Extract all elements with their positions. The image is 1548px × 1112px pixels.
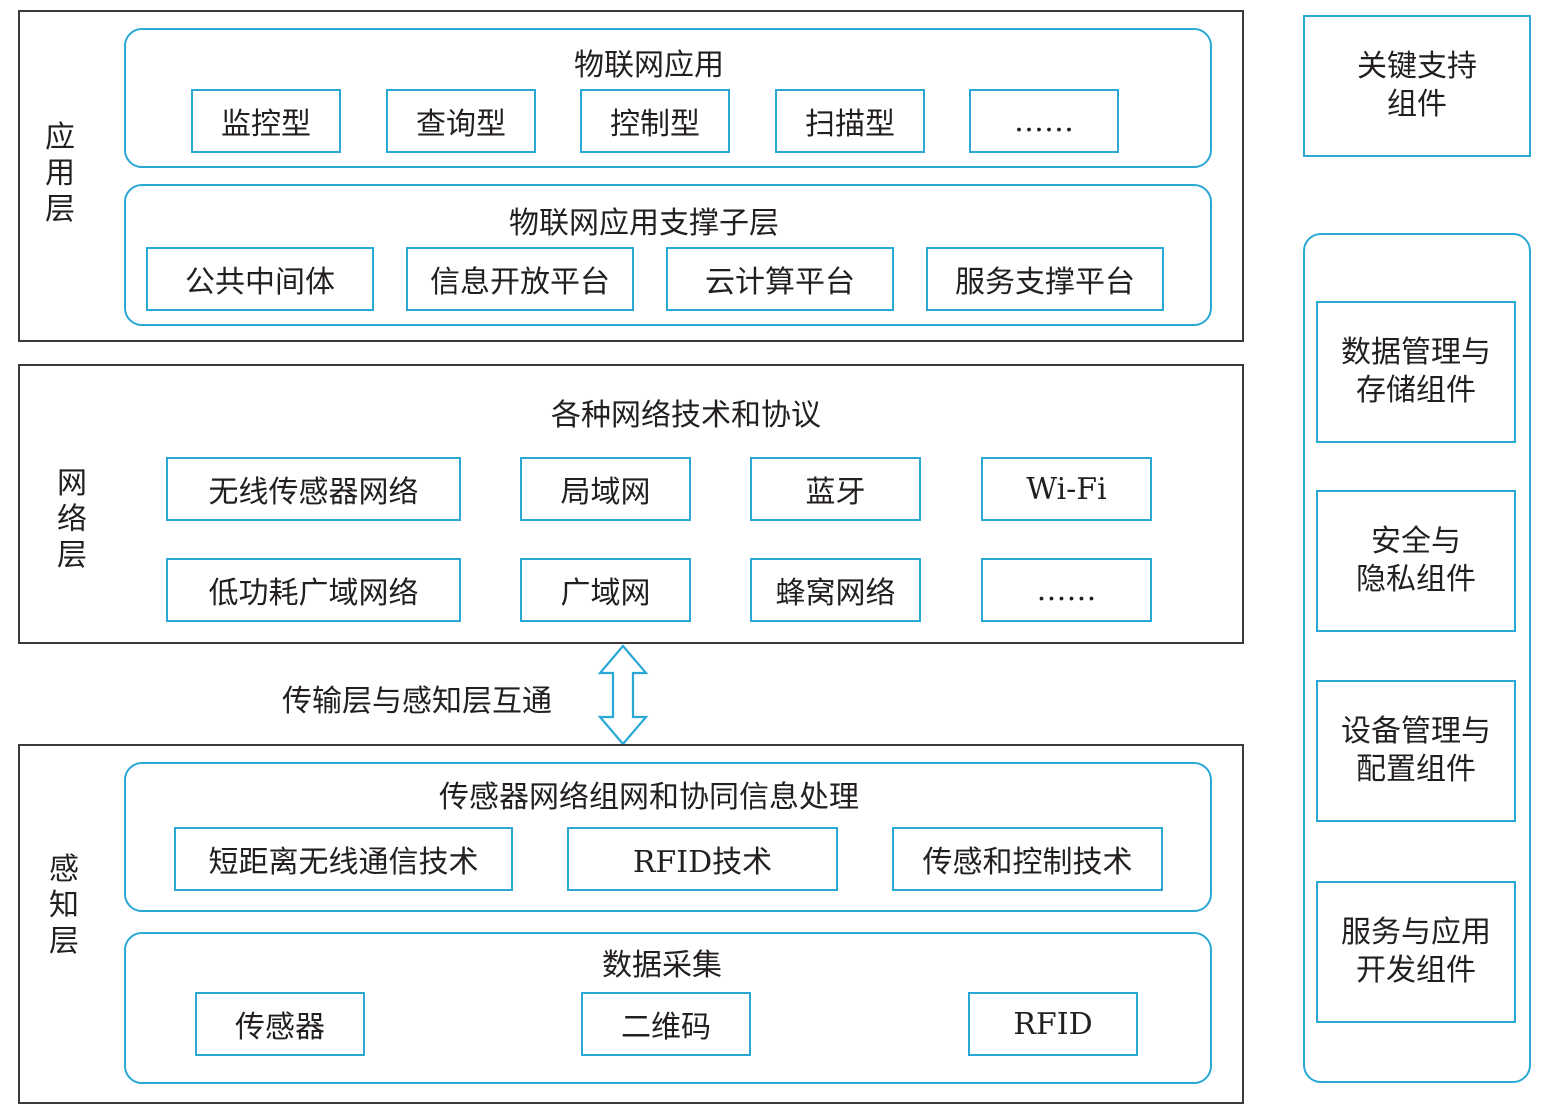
application-layer-label: 应 用 层 [45,120,75,227]
support-item-cloud: 云计算平台 [666,247,894,311]
sidebar-title-line1: 关键支持 [1357,49,1477,84]
sidebar-title-line2: 组件 [1387,87,1447,122]
app-item-monitor: 监控型 [191,89,341,153]
perception-layer-label: 感 知 层 [49,852,79,959]
network-title: 各种网络技术和协议 [551,398,821,433]
perception-item-rfid-tech: RFID技术 [567,827,838,891]
net-item-more: …… [981,558,1152,622]
collection-item-sensor: 传感器 [195,992,365,1056]
net-item-cellular: 蜂窝网络 [750,558,921,622]
app-item-scan: 扫描型 [775,89,925,153]
net-item-wsn: 无线传感器网络 [166,457,461,521]
perception-item-short-range: 短距离无线通信技术 [174,827,513,891]
net-item-wan: 广域网 [520,558,691,622]
support-sublayer-title: 物联网应用支撑子层 [509,206,779,241]
support-item-middleware: 公共中间体 [146,247,374,311]
collection-item-qrcode: 二维码 [581,992,751,1056]
component-security-privacy: 安全与 隐私组件 [1316,490,1516,632]
component-data-storage: 数据管理与 存储组件 [1316,301,1516,443]
app-item-query: 查询型 [386,89,536,153]
support-item-service: 服务支撑平台 [926,247,1164,311]
double-arrow-icon [597,644,649,746]
sidebar-title-box: 关键支持 组件 [1303,15,1531,157]
network-layer-label: 网 络 层 [57,466,87,573]
collection-item-rfid: RFID [968,992,1138,1056]
iot-apps-title: 物联网应用 [574,48,724,83]
collection-title: 数据采集 [602,948,722,983]
net-item-bluetooth: 蓝牙 [750,457,921,521]
support-item-open-platform: 信息开放平台 [406,247,634,311]
net-item-lpwan: 低功耗广域网络 [166,558,461,622]
app-item-more: …… [969,89,1119,153]
networking-title: 传感器网络组网和协同信息处理 [439,780,859,815]
component-service-dev: 服务与应用 开发组件 [1316,881,1516,1023]
interconnect-label: 传输层与感知层互通 [282,684,552,719]
app-item-control: 控制型 [580,89,730,153]
net-item-wifi: Wi-Fi [981,457,1152,521]
net-item-lan: 局域网 [520,457,691,521]
perception-item-sensing-control: 传感和控制技术 [892,827,1163,891]
component-device-config: 设备管理与 配置组件 [1316,680,1516,822]
